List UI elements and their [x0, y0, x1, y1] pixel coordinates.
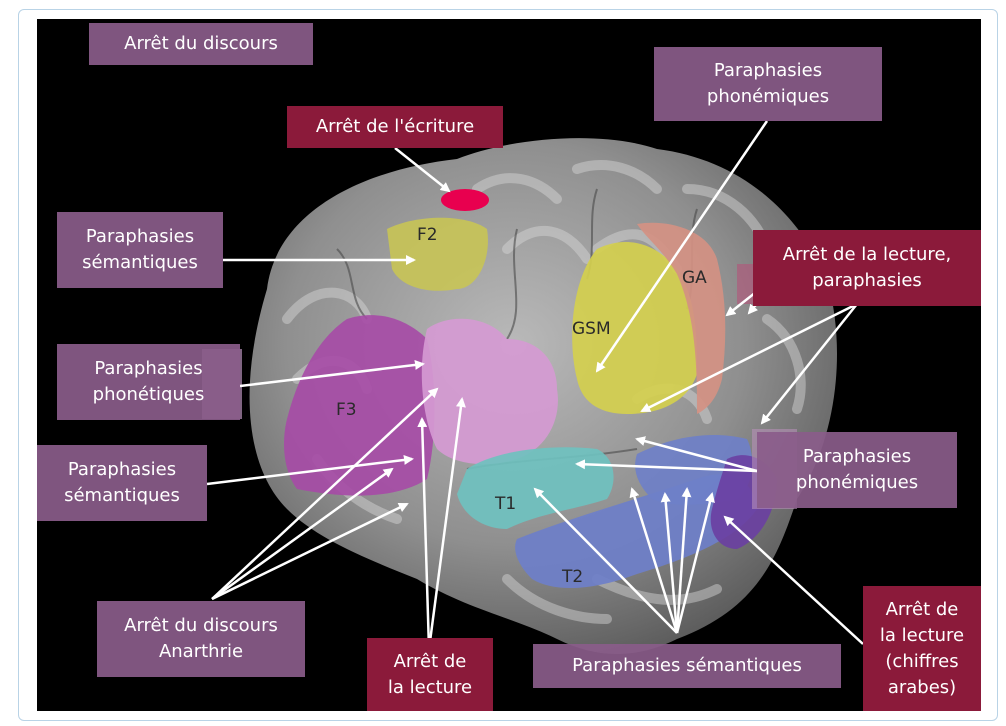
label-reading-arrest: Arrêt de la lecture [367, 638, 493, 711]
region-label-t2: T2 [562, 567, 583, 587]
label-semantic-paraphasia-bottom: Paraphasies sémantiques [533, 644, 841, 688]
label-speech-arrest-top: Arrêt du discours [89, 23, 313, 65]
brain-figure-panel: F2 F3 GA GSM T1 T2 Arrêt du discours Arr… [37, 19, 981, 711]
label-semantic-paraphasia-upper: Paraphasies sémantiques [57, 212, 223, 288]
region-label-gsm: GSM [572, 319, 611, 339]
region-label-ga: GA [682, 268, 707, 288]
writing-stimulation-spot [441, 189, 489, 211]
label-reading-arrest-arabic-digits: Arrêt de la lecture (chiffres arabes) [863, 586, 981, 711]
label-writing-arrest: Arrêt de l'écriture [287, 106, 503, 148]
label-phonemic-paraphasia-right: Paraphasies phonémiques [757, 432, 957, 508]
region-label-f3: F3 [336, 400, 357, 420]
label-speech-arrest-anarthria: Arrêt du discours Anarthrie [97, 601, 305, 677]
label-semantic-paraphasia-lower: Paraphasies sémantiques [37, 445, 207, 521]
label-reading-arrest-paraphasia: Arrêt de la lecture, paraphasies [753, 230, 981, 306]
region-label-t1: T1 [495, 494, 516, 514]
label-phonetic-paraphasia: Paraphasies phonétiques [57, 344, 240, 420]
region-label-f2: F2 [417, 225, 438, 245]
label-phonemic-paraphasia-top: Paraphasies phonémiques [654, 47, 882, 121]
